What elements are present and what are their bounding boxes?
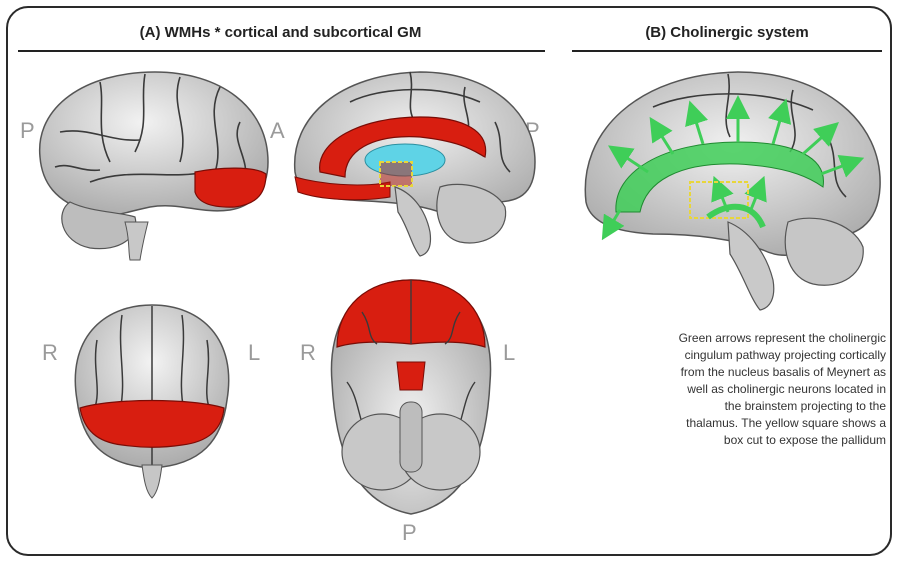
cholinergic-cingulum-pathway (615, 141, 824, 213)
medial-cingulate-highlight (319, 116, 487, 178)
caption-line: Green arrows represent the cholinergic (678, 331, 886, 345)
lateral-temporal-highlight (194, 167, 267, 208)
cholinergic-cerebellum (784, 217, 864, 286)
caption-line: from the nucleus basalis of Meynert as (680, 365, 886, 379)
medial-brainstem (394, 186, 432, 257)
caption-line: the brainstem projecting to the (724, 399, 886, 413)
cholinergic-brain-view (584, 71, 881, 311)
medial-yellow-box (379, 161, 413, 187)
frontal-brainstem (141, 464, 163, 499)
frontal-brain-view (74, 304, 230, 499)
cholinergic-yellow-box (689, 181, 749, 219)
caption-line: box cut to expose the pallidum (723, 433, 886, 447)
panel-b-title: (B) Cholinergic system (645, 24, 809, 41)
panel-b-rule (572, 50, 882, 52)
caption-line: well as cholinergic neurons located in (687, 382, 886, 396)
medial-brain-view (293, 71, 536, 257)
lateral-brain-view (39, 71, 269, 261)
label-inferior-left: L (503, 340, 516, 365)
inferior-brainstem (399, 401, 423, 473)
label-frontal-right: R (42, 340, 58, 365)
label-frontal-left: L (248, 340, 261, 365)
cholinergic-brainstem (727, 221, 775, 311)
figure-frame (6, 6, 892, 556)
cholinergic-brainstem-pathway (706, 203, 766, 229)
medial-subcortical-highlight (294, 176, 391, 201)
inferior-brain-view (330, 279, 492, 515)
cholinergic-caption: Green arrows represent the cholinergic c… (596, 330, 886, 449)
inferior-medial-highlight (396, 361, 426, 391)
caption-line: cingulum pathway projecting cortically (684, 348, 886, 362)
panel-a-title: (A) WMHs * cortical and subcortical GM (139, 24, 422, 41)
label-inferior-right: R (300, 340, 316, 365)
caption-line: thalamus. The yellow square shows a (686, 416, 886, 430)
label-lateral-posterior: P (20, 118, 35, 143)
frontal-highlight (79, 399, 225, 448)
label-inferior-posterior: P (402, 520, 417, 545)
panel-a-rule (18, 50, 545, 52)
label-medial-anterior: A (270, 118, 285, 143)
medial-cerebellum (436, 183, 507, 244)
